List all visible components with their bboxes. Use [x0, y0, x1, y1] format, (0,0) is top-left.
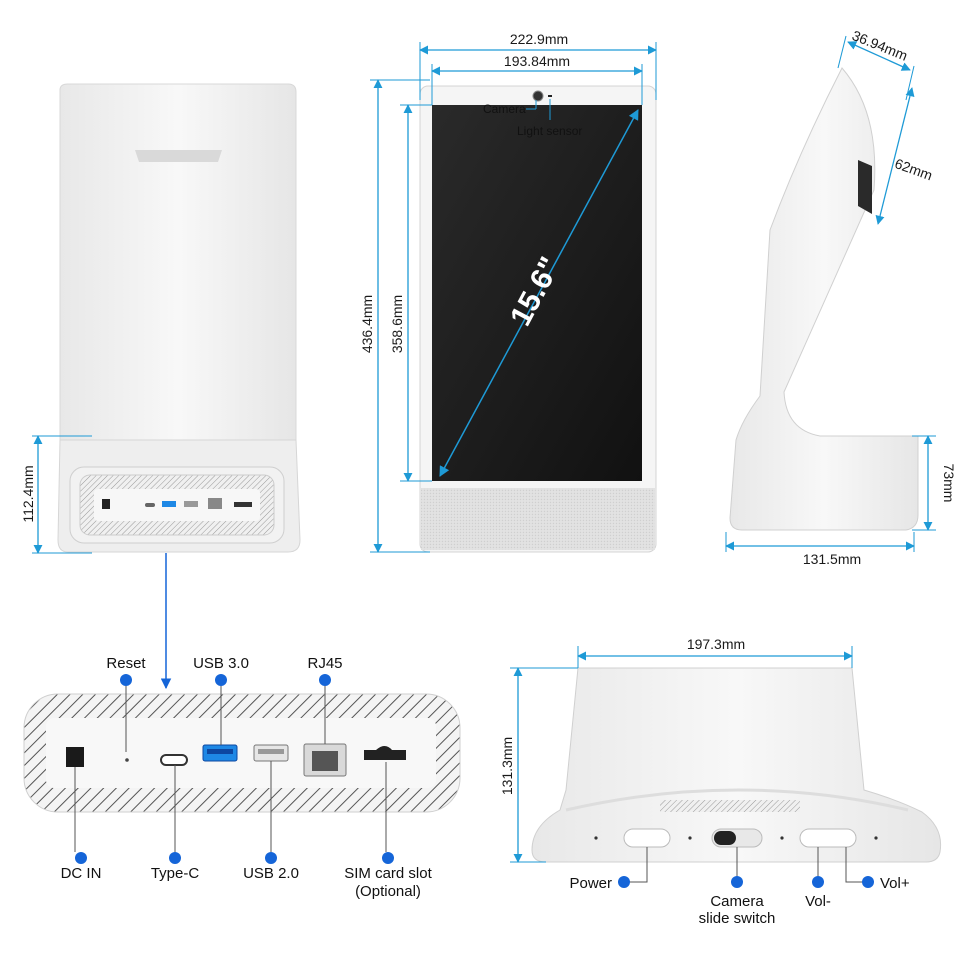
mini-dc-port: [102, 499, 110, 509]
bottom-height-label: 131.3mm: [499, 737, 515, 795]
usb3-callout-dot: [215, 674, 227, 686]
camera-switch-label-line2: slide switch: [699, 910, 776, 927]
base-height-label: 73mm: [941, 464, 957, 503]
vol-minus-callout-dot: [812, 876, 824, 888]
mini-rj45-port: [208, 498, 222, 509]
back-height-label: 112.4mm: [20, 465, 36, 522]
usb3-label: USB 3.0: [193, 655, 249, 672]
front-speaker-grille: [421, 488, 655, 550]
ports-detail-panel: Reset USB 3.0 RJ45 DC IN Type-C USB 2.0 …: [23, 655, 461, 900]
bottom-vent: [660, 800, 800, 812]
bottom-width-label: 197.3mm: [687, 636, 745, 652]
vol-plus-label: Vol+: [880, 875, 910, 892]
mini-typec-port: [145, 503, 155, 507]
sim-callout-dot: [382, 852, 394, 864]
reset-callout-dot: [120, 674, 132, 686]
side-camera-module: [858, 160, 872, 214]
back-view: 112.4mm: [20, 83, 301, 690]
front-view: Camera Light sensor 222.9mm 193.84mm 436…: [359, 31, 657, 553]
type-c-callout-dot: [169, 852, 181, 864]
camera-switch-callout-dot: [731, 876, 743, 888]
power-label: Power: [569, 875, 612, 892]
rj45-callout-dot: [319, 674, 331, 686]
top-depth-label: 36.94mm: [850, 27, 910, 64]
dc-in-callout-dot: [75, 852, 87, 864]
mini-usb3-port: [162, 501, 176, 507]
volume-rocker: [799, 828, 857, 848]
sim-label-line2: (Optional): [355, 883, 421, 900]
dc-in-label: DC IN: [61, 865, 102, 882]
total-height-label: 436.4mm: [359, 295, 375, 353]
outer-width-label: 222.9mm: [510, 31, 568, 47]
camera-switch-label-line1: Camera: [710, 893, 764, 910]
type-c-port: [160, 754, 188, 766]
type-c-label: Type-C: [151, 865, 200, 882]
screen-diagonal-dimension: [439, 109, 639, 477]
vol-plus-callout-dot: [862, 876, 874, 888]
camera-icon: [532, 90, 544, 102]
dc-in-port: [66, 747, 84, 767]
top-height-dimension: [875, 87, 915, 225]
usb2-callout-dot: [265, 852, 277, 864]
screen-width-label: 193.84mm: [504, 53, 570, 69]
vol-minus-label: Vol-: [805, 893, 831, 910]
reset-pinhole: [125, 758, 129, 762]
power-button: [623, 828, 671, 848]
usb2-label: USB 2.0: [243, 865, 299, 882]
bottom-view: 197.3mm 131.3mm Power Camera slide switc…: [499, 636, 942, 927]
sim-label-line1: SIM card slot: [344, 865, 432, 882]
reset-label: Reset: [106, 655, 146, 672]
screen-height-label: 358.6mm: [389, 295, 405, 353]
top-height-label: 62mm: [893, 155, 935, 183]
sim-card-slot: [364, 746, 406, 760]
light-sensor-icon: [548, 95, 552, 97]
camera-label: Camera: [483, 102, 526, 116]
mini-sim-slot: [234, 502, 252, 507]
rj45-label: RJ45: [307, 655, 342, 672]
base-depth-label: 131.5mm: [803, 551, 861, 567]
light-sensor-label: Light sensor: [517, 124, 582, 138]
power-callout-dot: [618, 876, 630, 888]
back-handle-slot: [135, 150, 222, 162]
top-depth-dimension: [847, 41, 911, 71]
mini-usb2-port: [184, 501, 198, 507]
side-view: 36.94mm 62mm 73mm 131.5mm: [725, 27, 957, 567]
